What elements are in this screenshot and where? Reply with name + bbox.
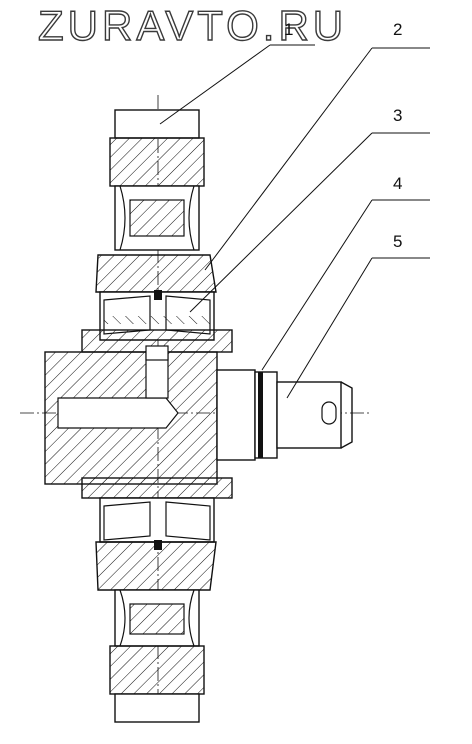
watermark-text: ZURAVTO.RU: [37, 1, 348, 49]
lower-hub-housing: [95, 497, 217, 591]
callout-5: 5: [393, 232, 403, 251]
lower-wheel-rim: [109, 589, 205, 723]
upper-hub-housing: [95, 254, 217, 341]
callout-1: 1: [284, 20, 294, 39]
leader-lines: [159, 44, 430, 399]
axle-stub: [216, 369, 353, 461]
upper-wheel-rim: [109, 109, 205, 251]
callout-2: 2: [393, 20, 403, 39]
callout-3: 3: [393, 106, 403, 125]
central-shaft-block: [44, 329, 233, 499]
callout-4: 4: [393, 174, 403, 193]
